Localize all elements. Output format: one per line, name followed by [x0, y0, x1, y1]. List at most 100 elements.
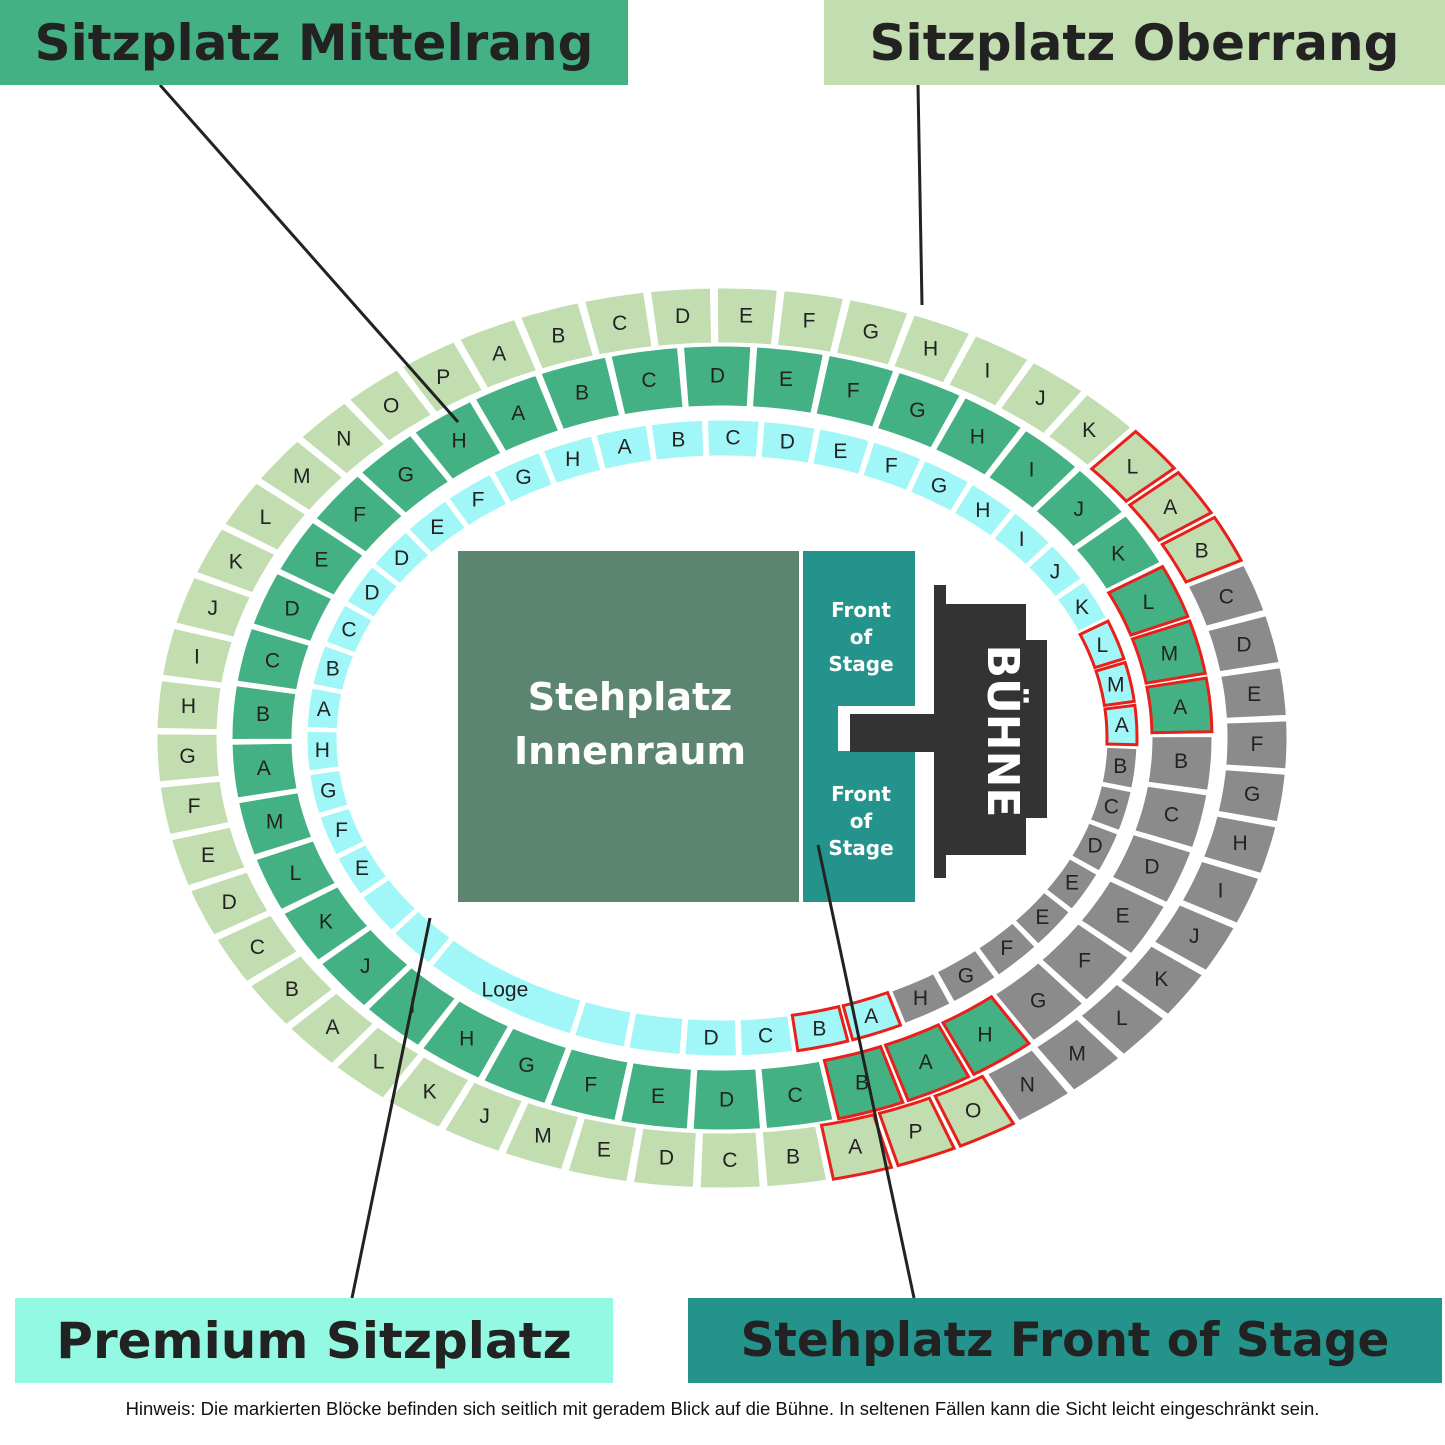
premium-block[interactable] [936, 949, 996, 1003]
premium-block[interactable] [1027, 545, 1082, 598]
mittelrang-block[interactable] [682, 345, 752, 408]
premium-block[interactable] [337, 844, 388, 895]
mittelrang-block[interactable] [751, 346, 824, 414]
oberrang-block[interactable] [156, 680, 222, 731]
oberrang-block[interactable] [761, 1125, 828, 1188]
oberrang-block[interactable] [699, 1131, 761, 1189]
oberrang-block[interactable] [1080, 983, 1165, 1056]
mittelrang-block[interactable] [1134, 785, 1208, 849]
mittelrang-block[interactable] [1041, 923, 1129, 1001]
innenraum-area[interactable] [458, 551, 799, 902]
oberrang-block[interactable] [159, 780, 230, 835]
oberrang-block[interactable] [161, 627, 233, 684]
oberrang-block[interactable] [301, 402, 386, 475]
mittelrang-block[interactable] [1130, 619, 1208, 685]
premium-block[interactable] [628, 1012, 684, 1055]
premium-block[interactable] [1103, 703, 1139, 747]
oberrang-block[interactable] [632, 1127, 697, 1188]
premium-block[interactable] [650, 419, 705, 461]
premium-block[interactable] [595, 424, 653, 470]
mittelrang-block[interactable] [255, 840, 337, 911]
premium-block[interactable] [1071, 822, 1119, 872]
premium-block[interactable] [978, 922, 1036, 976]
mittelrang-block[interactable] [994, 962, 1084, 1042]
oberrang-block[interactable] [156, 733, 220, 783]
premium-block[interactable] [431, 939, 582, 1035]
mittelrang-block[interactable] [1075, 515, 1161, 590]
oberrang-block[interactable] [1127, 470, 1214, 543]
premium-block[interactable] [891, 973, 951, 1025]
oberrang-block[interactable] [584, 291, 653, 356]
premium-block[interactable] [346, 566, 399, 618]
oberrang-block[interactable] [1089, 429, 1177, 504]
premium-block[interactable] [1089, 785, 1132, 831]
oberrang-block[interactable] [1225, 720, 1288, 770]
oberrang-block[interactable] [224, 482, 307, 551]
oberrang-block[interactable] [1153, 904, 1235, 971]
premium-block[interactable] [1078, 619, 1126, 670]
mittelrang-block[interactable] [620, 1062, 693, 1130]
premium-block[interactable] [393, 910, 451, 964]
oberrang-block[interactable] [1202, 815, 1277, 874]
oberrang-block[interactable] [175, 576, 251, 638]
mittelrang-block[interactable] [1147, 735, 1213, 791]
oberrang-block[interactable] [1181, 860, 1260, 924]
premium-block[interactable] [312, 645, 355, 691]
oberrang-block[interactable] [877, 1096, 957, 1168]
oberrang-block[interactable] [933, 1074, 1016, 1148]
oberrang-block[interactable] [567, 1117, 638, 1183]
premium-block[interactable] [448, 473, 508, 527]
mittelrang-block[interactable] [610, 347, 684, 416]
oberrang-block[interactable] [1220, 667, 1287, 719]
mittelrang-block[interactable] [1106, 564, 1190, 637]
oberrang-block[interactable] [649, 287, 713, 347]
premium-block[interactable] [574, 1001, 632, 1048]
oberrang-block[interactable] [189, 871, 269, 936]
mittelrang-block[interactable] [252, 572, 333, 643]
oberrang-block[interactable] [948, 335, 1029, 407]
oberrang-block[interactable] [196, 528, 276, 594]
premium-block[interactable] [325, 604, 373, 654]
premium-block[interactable] [739, 1015, 794, 1057]
oberrang-block[interactable] [216, 914, 298, 983]
oberrang-block[interactable] [1207, 615, 1280, 673]
oberrang-block[interactable] [1217, 769, 1286, 823]
mittelrang-block[interactable] [278, 521, 364, 596]
mittelrang-block[interactable] [483, 1027, 568, 1105]
oberrang-block[interactable] [1187, 564, 1265, 627]
mittelrang-block[interactable] [1080, 880, 1166, 955]
mittelrang-block[interactable] [236, 627, 310, 691]
mittelrang-block[interactable] [283, 886, 369, 961]
oberrang-block[interactable] [170, 826, 246, 887]
premium-block[interactable] [1101, 746, 1138, 789]
mittelrang-block[interactable] [231, 685, 297, 741]
oberrang-block[interactable] [504, 1102, 580, 1171]
mittelrang-block[interactable] [1145, 676, 1214, 735]
mittelrang-block[interactable] [421, 1000, 510, 1079]
premium-block[interactable] [408, 500, 466, 554]
oberrang-block[interactable] [1119, 945, 1204, 1015]
premium-block[interactable] [1014, 891, 1070, 945]
oberrang-block[interactable] [444, 1081, 523, 1152]
oberrang-block[interactable] [986, 1049, 1070, 1122]
premium-block[interactable] [909, 460, 970, 512]
mittelrang-block[interactable] [815, 354, 895, 428]
premium-block[interactable] [993, 512, 1051, 566]
premium-block[interactable] [309, 769, 349, 815]
premium-block[interactable] [760, 421, 816, 464]
premium-block[interactable] [684, 1018, 738, 1057]
mittelrang-block[interactable] [474, 374, 560, 452]
premium-block[interactable] [1045, 858, 1098, 910]
oberrang-block[interactable] [520, 302, 594, 370]
premium-block[interactable] [362, 878, 417, 931]
mittelrang-block[interactable] [934, 397, 1023, 476]
premium-block[interactable] [306, 730, 340, 772]
mittelrang-block[interactable] [549, 1048, 629, 1122]
oberrang-block[interactable] [999, 362, 1083, 435]
mittelrang-block[interactable] [360, 434, 450, 514]
mittelrang-block[interactable] [876, 371, 961, 449]
mittelrang-block[interactable] [940, 994, 1032, 1077]
mittelrang-block[interactable] [760, 1060, 834, 1129]
oberrang-block[interactable] [459, 318, 538, 389]
mittelrang-block[interactable] [414, 401, 502, 480]
